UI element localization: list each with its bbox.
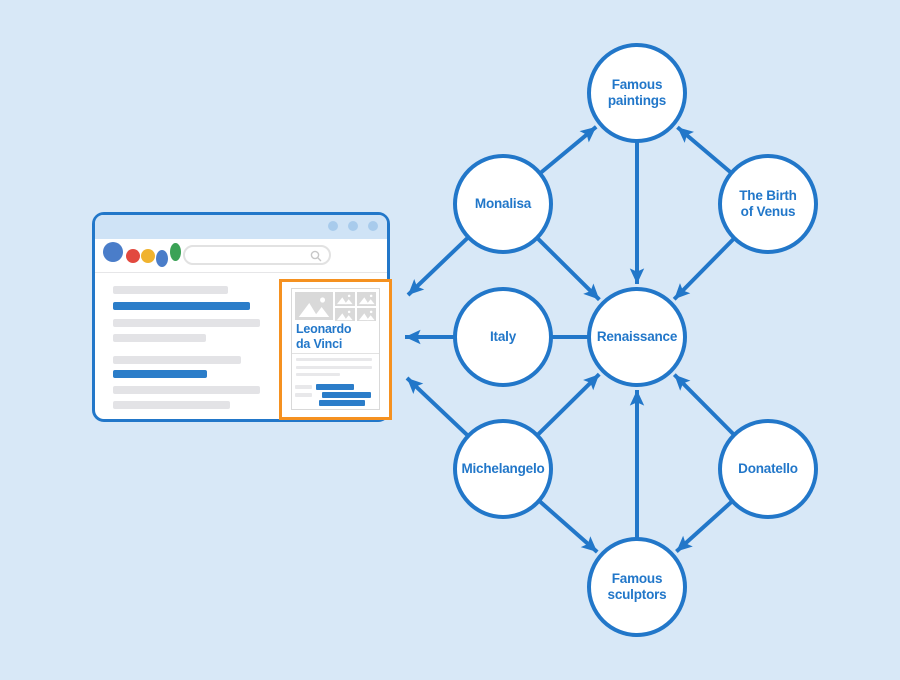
panel-text-line [296,358,372,361]
result-text-bar [113,334,206,342]
fact-label-bar [295,393,312,397]
search-icon [310,250,322,262]
image-placeholder-icon [356,307,376,322]
graph-edge [672,231,742,301]
graph-edge [676,125,739,180]
graph-edge [531,493,599,554]
result-text-bar [113,386,260,394]
graph-node-label: Monalisa [474,195,532,211]
knowledge-panel-images [295,292,376,322]
graph-node-label: Famous paintings [607,76,667,108]
logo-dot [103,242,123,262]
image-placeholder-icon [335,292,355,306]
fact-value-bar [319,400,365,406]
graph-node-label: Michelangelo [461,460,545,476]
thumbnail-grid [335,292,376,322]
panel-text-line [296,366,372,369]
graph-node-birth-of-venus: The Birth of Venus [718,154,818,254]
thumbnail-placeholder [335,292,355,306]
result-link-bar [113,302,250,310]
knowledge-panel: Leonardo da Vinci [291,288,380,410]
search-input [183,245,331,265]
graph-edge [529,230,601,302]
logo-dot [156,250,168,267]
fact-value-bar [322,392,371,398]
result-text-bar [113,319,260,327]
graph-node-italy: Italy [453,287,553,387]
graph-node-label: Italy [489,328,516,344]
graph-edge [406,230,476,297]
knowledge-panel-highlight: Leonardo da Vinci [279,279,392,420]
knowledge-panel-title: Leonardo da Vinci [296,322,352,351]
fact-label-bar [295,385,312,389]
result-text-bar [113,356,241,364]
browser-window: Leonardo da Vinci [92,212,392,422]
image-placeholder-icon [295,292,333,320]
logo-dot [170,243,181,261]
image-placeholder-icon [356,292,376,306]
thumbnail-placeholder [335,307,355,322]
thumbnail-placeholder [356,292,376,306]
graph-node-label: Renaissance [596,328,678,344]
graph-edge [530,372,601,443]
image-placeholder-icon [335,307,355,322]
logo-dot [141,249,155,263]
graph-edge [532,125,598,181]
window-dot [348,221,358,231]
fact-value-bar [316,384,354,390]
graph-node-donatello: Donatello [718,419,818,519]
graph-node-michelangelo: Michelangelo [453,419,553,519]
graph-node-famous-sculptors: Famous sculptors [587,537,687,637]
graph-node-famous-paintings: Famous paintings [587,43,687,143]
graph-node-monalisa: Monalisa [453,154,553,254]
header-divider [95,272,387,273]
graph-edge [672,373,742,443]
window-dot [328,221,338,231]
graph-edge [675,494,740,554]
panel-divider [292,353,379,354]
graph-node-label: The Birth of Venus [739,187,797,219]
thumbnail-placeholder [356,307,376,322]
result-text-bar [113,286,228,294]
graph-node-renaissance: Renaissance [587,287,687,387]
panel-text-line [296,373,340,376]
graph-node-label: Donatello [738,460,798,476]
main-image-placeholder [295,292,333,320]
browser-titlebar [95,215,387,239]
result-link-bar [113,370,207,378]
graph-node-label: Famous sculptors [607,570,667,602]
graph-edge [405,376,476,443]
result-text-bar [113,401,230,409]
window-dot [368,221,378,231]
logo-dot [126,249,140,263]
